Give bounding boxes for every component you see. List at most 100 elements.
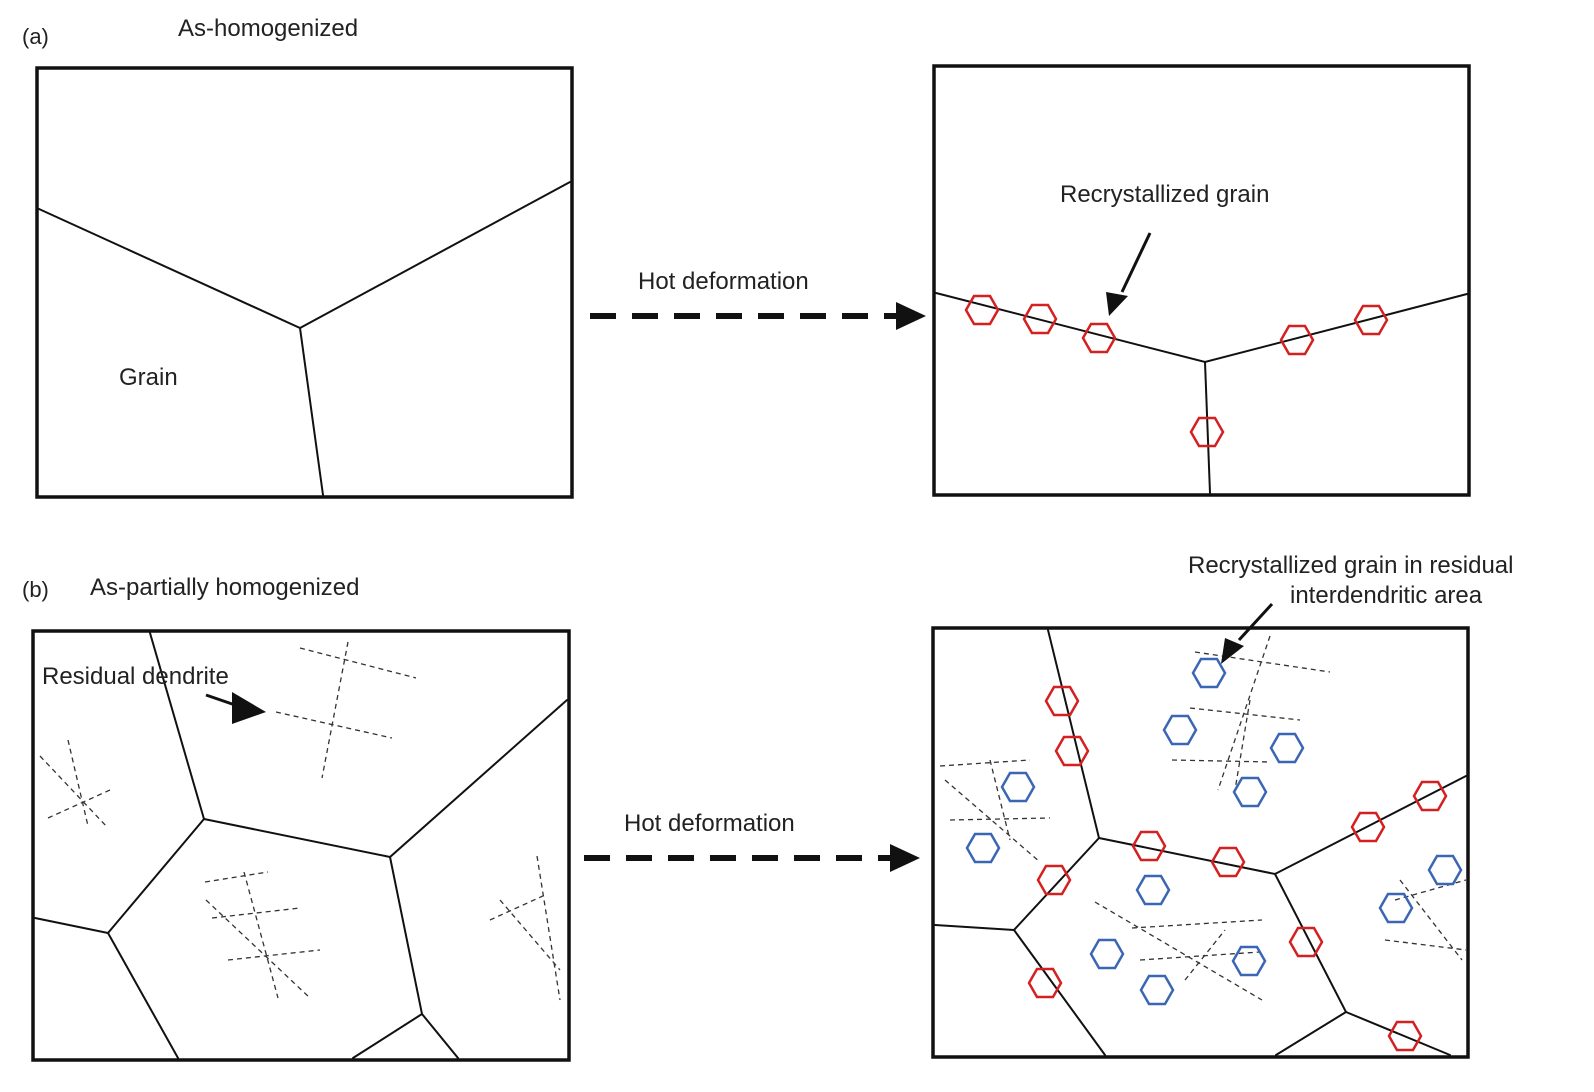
panel-b-process-arrow: Hot deformation [584, 810, 920, 872]
panel-b-result-label-line2: interdendritic area [1290, 582, 1483, 609]
panel-b-initial-microstructure: Residual dendrite [31, 629, 571, 1062]
recrystallized-grains-b [965, 657, 1463, 1052]
dendrite-arm [1217, 635, 1271, 791]
pointer-arrow [1120, 232, 1152, 293]
panel-b-deformed-box [931, 626, 1470, 1059]
grain-label: Grain [119, 364, 178, 391]
dendrite-arm [1384, 939, 1467, 951]
grain-boundary [935, 292, 1468, 364]
recrystallized-grain-interdendritic [1378, 892, 1414, 924]
recrystallized-grain-boundary [964, 294, 1000, 326]
residual-dendrite-label: Residual dendrite [42, 663, 229, 690]
recrystallized-grain-boundary [1412, 780, 1448, 812]
dendrite-arm [944, 779, 1041, 863]
arrowhead-icon [890, 844, 920, 872]
recrystallized-grain-interdendritic [1232, 776, 1268, 808]
dendrite-arm [1131, 919, 1263, 929]
recrystallized-grain-boundary [1288, 926, 1324, 958]
dendrite-arm [1194, 651, 1331, 673]
panel-b-initial-box [31, 629, 571, 1062]
dendrite-arm [204, 871, 269, 883]
dendrite-arm [1189, 707, 1301, 721]
panel-a-deformed-box [932, 64, 1471, 497]
panel-b-tag: (b) [22, 577, 49, 602]
dendrite-arm [536, 855, 561, 1001]
recrystallized-grain-boundary [1036, 864, 1072, 896]
grain-boundary [352, 856, 424, 1059]
panel-a-arrow-label: Hot deformation [638, 268, 809, 295]
recrystallized-grain-interdendritic [1162, 714, 1198, 746]
recrystallized-grain-boundary [1022, 303, 1058, 335]
grain-boundary [1274, 873, 1348, 1056]
recrystallized-grain-boundary [1044, 685, 1080, 717]
dendrite-arm [1399, 879, 1463, 961]
residual-dendrites [939, 635, 1467, 1001]
dendrite-arm [67, 739, 89, 827]
dendrite-arm [939, 759, 1031, 767]
grain-boundary [1345, 1011, 1451, 1056]
dendrite-arm [499, 899, 561, 971]
recrystallized-grain-boundary [1210, 846, 1246, 878]
arrowhead-icon [1221, 638, 1244, 664]
panel-b-arrow-label: Hot deformation [624, 810, 795, 837]
grain-boundary [34, 917, 109, 934]
arrowhead-icon [896, 302, 926, 330]
dendrite-arm [949, 817, 1051, 821]
recrystallized-grain-boundary [1081, 322, 1117, 354]
panel-a-initial-microstructure: Grain [35, 66, 574, 499]
panel-b-result-label-line1: Recrystallized grain in residual [1188, 552, 1513, 579]
grain-boundary [38, 181, 571, 330]
panel-a-title: As-homogenized [178, 15, 358, 42]
recrystallized-grain-boundary [1189, 416, 1225, 448]
recrystallized-grain-interdendritic [965, 832, 1001, 864]
dendrite-arm [1139, 951, 1261, 961]
recrystallized-grain-boundary [1027, 967, 1063, 999]
dendrite-arm [321, 641, 349, 779]
dendrite-arm [275, 711, 393, 739]
panel-a-process-arrow: Hot deformation [590, 268, 926, 330]
recrystallized-grains-a [964, 294, 1389, 448]
recrystallized-grain-interdendritic [1135, 874, 1171, 906]
recrystallized-grain-interdendritic [1269, 732, 1305, 764]
recrystallized-grain-boundary [1131, 830, 1167, 862]
panel-a-deformed-microstructure: Recrystallized grain [932, 64, 1471, 497]
recrystallized-grain-interdendritic [1139, 974, 1175, 1006]
grain-boundary [149, 632, 568, 859]
recrystallized-grain-interdendritic [1000, 771, 1036, 803]
arrowhead-icon [1106, 292, 1128, 316]
recrystallized-grain-boundary [1350, 811, 1386, 843]
panel-b-deformed-microstructure: Recrystallized grain in residual interde… [931, 552, 1513, 1059]
panel-a-result-label: Recrystallized grain [1060, 181, 1269, 208]
dendrite-arm [489, 894, 546, 921]
grain-boundary [106, 818, 205, 1059]
dendrite-arm [211, 907, 301, 919]
dendrite-arm [299, 647, 417, 679]
recrystallized-grain-interdendritic [1427, 854, 1463, 886]
recrystallized-grain-interdendritic [1231, 945, 1267, 977]
dendrite-arm [47, 789, 111, 819]
panel-b-title: As-partially homogenized [90, 574, 359, 601]
panel-a-initial-box [35, 66, 574, 499]
grain-boundary [1012, 837, 1106, 1056]
recrystallized-grain-boundary [1387, 1020, 1423, 1052]
grain-boundary [299, 327, 324, 496]
dendrite-arm [1184, 929, 1226, 981]
dendrite-arm [1171, 759, 1271, 763]
recrystallized-grain-boundary [1279, 324, 1315, 356]
pointer-arrow [1237, 602, 1274, 642]
grain-boundary [421, 1013, 459, 1059]
recrystallized-grain-boundary [1054, 735, 1090, 767]
dendrite-arm [1234, 699, 1251, 791]
panel-a-tag: (a) [22, 24, 49, 49]
grain-boundary [1204, 361, 1211, 494]
dendrite-arm [205, 899, 311, 999]
arrowhead-icon [232, 692, 266, 724]
recrystallized-grain-interdendritic [1191, 657, 1227, 689]
grain-boundary [1047, 629, 1467, 876]
residual-dendrites [39, 641, 561, 1001]
dendrite-arm [227, 949, 321, 961]
dendrite-arm [989, 759, 1011, 841]
recrystallized-grain-boundary [1353, 304, 1389, 336]
dendrite-arm [39, 755, 109, 829]
